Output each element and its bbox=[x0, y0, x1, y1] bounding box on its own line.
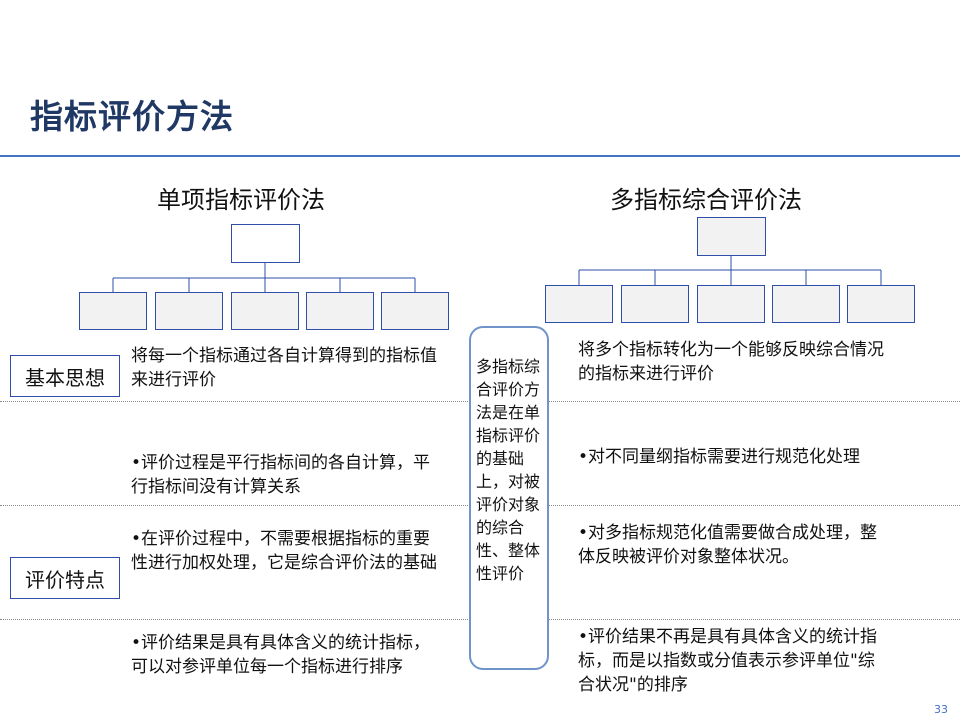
multi-method-heading: 多指标综合评价法 bbox=[610, 186, 802, 214]
basic-idea-label: 基本思想 bbox=[10, 355, 120, 397]
multi-tree-child-box bbox=[621, 285, 689, 323]
center-note-text: 多指标综合评价方法是在单指标评价的基础上，对被评价对象的综合性、整体性评价 bbox=[476, 357, 541, 583]
single-tree-child-box bbox=[231, 292, 299, 330]
multi-feature-item: •评价结果不再是具有具体含义的统计指标，而是以指数或分值表示参评单位"综合状况"… bbox=[578, 627, 878, 695]
page-title: 指标评价方法 bbox=[30, 97, 234, 136]
single-tree-child-box bbox=[155, 292, 223, 330]
single-feature-item: •评价结果是具有具体含义的统计指标，可以对参评单位每一个指标进行排序 bbox=[131, 633, 431, 677]
center-note-card bbox=[469, 326, 549, 670]
multi-tree-child-box bbox=[847, 285, 915, 323]
multi-feature-item: •对多指标规范化值需要做合成处理，整体反映被评价对象整体状况。 bbox=[578, 523, 878, 567]
title-divider bbox=[0, 155, 960, 157]
multi-tree-root-box bbox=[697, 217, 766, 256]
single-tree-root-box bbox=[231, 224, 300, 263]
single-tree-child-box bbox=[79, 292, 147, 330]
multi-tree-child-box bbox=[772, 285, 840, 323]
multi-feature-item: •对不同量纲指标需要进行规范化处理 bbox=[578, 447, 861, 467]
multi-basic-idea-text: 将多个指标转化为一个能够反映综合情况的指标来进行评价 bbox=[578, 340, 884, 384]
page-number: 33 bbox=[934, 703, 948, 716]
single-basic-idea-text: 将每一个指标通过各自计算得到的指标值来进行评价 bbox=[131, 346, 437, 390]
multi-tree-child-box bbox=[545, 285, 613, 323]
single-method-heading: 单项指标评价法 bbox=[157, 186, 325, 214]
multi-tree-child-box bbox=[697, 285, 765, 323]
single-feature-item: •在评价过程中，不需要根据指标的重要性进行加权处理，它是综合评价法的基础 bbox=[131, 529, 437, 573]
single-feature-item: •评价过程是平行指标间的各自计算，平行指标间没有计算关系 bbox=[131, 453, 431, 497]
single-tree-child-box bbox=[381, 292, 449, 330]
single-tree-child-box bbox=[306, 292, 374, 330]
features-label: 评价特点 bbox=[10, 557, 120, 599]
